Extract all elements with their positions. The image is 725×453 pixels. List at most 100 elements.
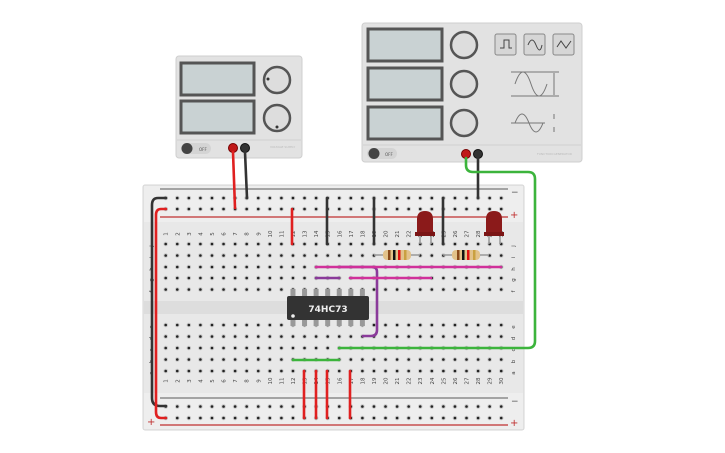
- breadboard-hole[interactable]: [452, 334, 458, 339]
- breadboard-hole[interactable]: [244, 206, 249, 212]
- breadboard-hole[interactable]: [452, 368, 458, 374]
- breadboard-hole[interactable]: [417, 404, 423, 409]
- breadboard-hole[interactable]: [417, 334, 423, 339]
- breadboard-hole[interactable]: [290, 368, 296, 374]
- breadboard-hole[interactable]: [498, 275, 504, 281]
- breadboard-hole[interactable]: [290, 264, 296, 270]
- breadboard-hole[interactable]: [290, 415, 296, 421]
- breadboard-hole[interactable]: [244, 404, 249, 409]
- breadboard-hole[interactable]: [255, 195, 261, 201]
- breadboard-hole[interactable]: [198, 287, 203, 292]
- breadboard-hole[interactable]: [186, 275, 192, 281]
- breadboard-hole[interactable]: [174, 345, 180, 351]
- breadboard-hole[interactable]: [244, 287, 249, 292]
- breadboard-hole[interactable]: [267, 253, 273, 258]
- breadboard-hole[interactable]: [232, 241, 238, 247]
- breadboard-hole[interactable]: [498, 253, 504, 258]
- breadboard-hole[interactable]: [255, 415, 261, 421]
- breadboard-hole[interactable]: [186, 287, 192, 292]
- breadboard-hole[interactable]: [429, 357, 435, 362]
- breadboard-hole[interactable]: [336, 415, 342, 421]
- breadboard-hole[interactable]: [267, 195, 273, 201]
- breadboard-hole[interactable]: [406, 241, 411, 247]
- breadboard-hole[interactable]: [498, 415, 504, 421]
- breadboard-hole[interactable]: [267, 404, 273, 409]
- breadboard-hole[interactable]: [336, 195, 342, 201]
- wire-generator-clock[interactable]: [337, 156, 537, 350]
- breadboard-hole[interactable]: [371, 404, 377, 409]
- breadboard-hole[interactable]: [290, 275, 296, 281]
- function-generator[interactable]: OFF FUNCTION GENERATOR: [361, 22, 583, 163]
- breadboard-hole[interactable]: [371, 415, 377, 421]
- breadboard-hole[interactable]: [406, 322, 411, 328]
- breadboard-hole[interactable]: [221, 195, 226, 201]
- breadboard-hole[interactable]: [255, 334, 261, 339]
- breadboard-hole[interactable]: [498, 368, 504, 374]
- breadboard-hole[interactable]: [163, 334, 168, 339]
- breadboard-hole[interactable]: [163, 368, 168, 374]
- breadboard-hole[interactable]: [441, 275, 446, 281]
- breadboard-hole[interactable]: [406, 334, 411, 339]
- breadboard-hole[interactable]: [209, 241, 215, 247]
- breadboard-hole[interactable]: [383, 195, 388, 201]
- breadboard-hole[interactable]: [475, 206, 481, 212]
- breadboard-hole[interactable]: [232, 368, 238, 374]
- breadboard-hole[interactable]: [209, 322, 215, 328]
- breadboard-hole[interactable]: [244, 357, 249, 362]
- breadboard-hole[interactable]: [302, 206, 307, 212]
- breadboard-hole[interactable]: [174, 206, 180, 212]
- breadboard-hole[interactable]: [186, 334, 192, 339]
- breadboard-hole[interactable]: [209, 368, 215, 374]
- breadboard-hole[interactable]: [441, 368, 446, 374]
- breadboard-hole[interactable]: [221, 415, 226, 421]
- breadboard-hole[interactable]: [198, 368, 203, 374]
- breadboard-hole[interactable]: [475, 287, 481, 292]
- breadboard-hole[interactable]: [394, 368, 400, 374]
- breadboard-hole[interactable]: [464, 195, 469, 201]
- breadboard-hole[interactable]: [279, 368, 284, 374]
- breadboard-hole[interactable]: [198, 253, 203, 258]
- breadboard-hole[interactable]: [464, 415, 469, 421]
- breadboard-hole[interactable]: [163, 322, 168, 328]
- breadboard-hole[interactable]: [209, 195, 215, 201]
- breadboard-hole[interactable]: [232, 287, 238, 292]
- breadboard-hole[interactable]: [232, 322, 238, 328]
- breadboard-hole[interactable]: [429, 334, 435, 339]
- breadboard-hole[interactable]: [221, 322, 226, 328]
- breadboard-hole[interactable]: [221, 253, 226, 258]
- breadboard-hole[interactable]: [198, 404, 203, 409]
- breadboard-hole[interactable]: [255, 368, 261, 374]
- breadboard-hole[interactable]: [452, 275, 458, 281]
- breadboard-hole[interactable]: [221, 275, 226, 281]
- breadboard-hole[interactable]: [429, 253, 435, 258]
- breadboard-hole[interactable]: [255, 275, 261, 281]
- breadboard-hole[interactable]: [244, 334, 249, 339]
- breadboard-hole[interactable]: [336, 241, 342, 247]
- breadboard-hole[interactable]: [267, 264, 273, 270]
- sine-wave-button[interactable]: [523, 33, 546, 56]
- breadboard-hole[interactable]: [255, 264, 261, 270]
- resistor-2[interactable]: [443, 250, 489, 260]
- breadboard-hole[interactable]: [464, 334, 469, 339]
- breadboard-hole[interactable]: [417, 322, 423, 328]
- breadboard-hole[interactable]: [360, 404, 365, 409]
- breadboard-hole[interactable]: [290, 404, 296, 409]
- breadboard-hole[interactable]: [255, 287, 261, 292]
- breadboard-hole[interactable]: [383, 241, 388, 247]
- breadboard-hole[interactable]: [441, 334, 446, 339]
- wire-supply-negative[interactable]: [243, 150, 249, 200]
- breadboard-hole[interactable]: [232, 345, 238, 351]
- breadboard-hole[interactable]: [255, 253, 261, 258]
- breadboard-hole[interactable]: [267, 368, 273, 374]
- breadboard-hole[interactable]: [313, 241, 319, 247]
- breadboard-hole[interactable]: [417, 287, 423, 292]
- breadboard-hole[interactable]: [406, 287, 411, 292]
- breadboard-hole[interactable]: [174, 368, 180, 374]
- breadboard-hole[interactable]: [383, 287, 388, 292]
- breadboard-hole[interactable]: [429, 195, 435, 201]
- breadboard-hole[interactable]: [371, 368, 377, 374]
- breadboard-hole[interactable]: [279, 287, 284, 292]
- breadboard-hole[interactable]: [348, 206, 354, 212]
- power-supply[interactable]: OFF VOLTAGE SUPPLY: [175, 55, 303, 159]
- breadboard-hole[interactable]: [475, 241, 481, 247]
